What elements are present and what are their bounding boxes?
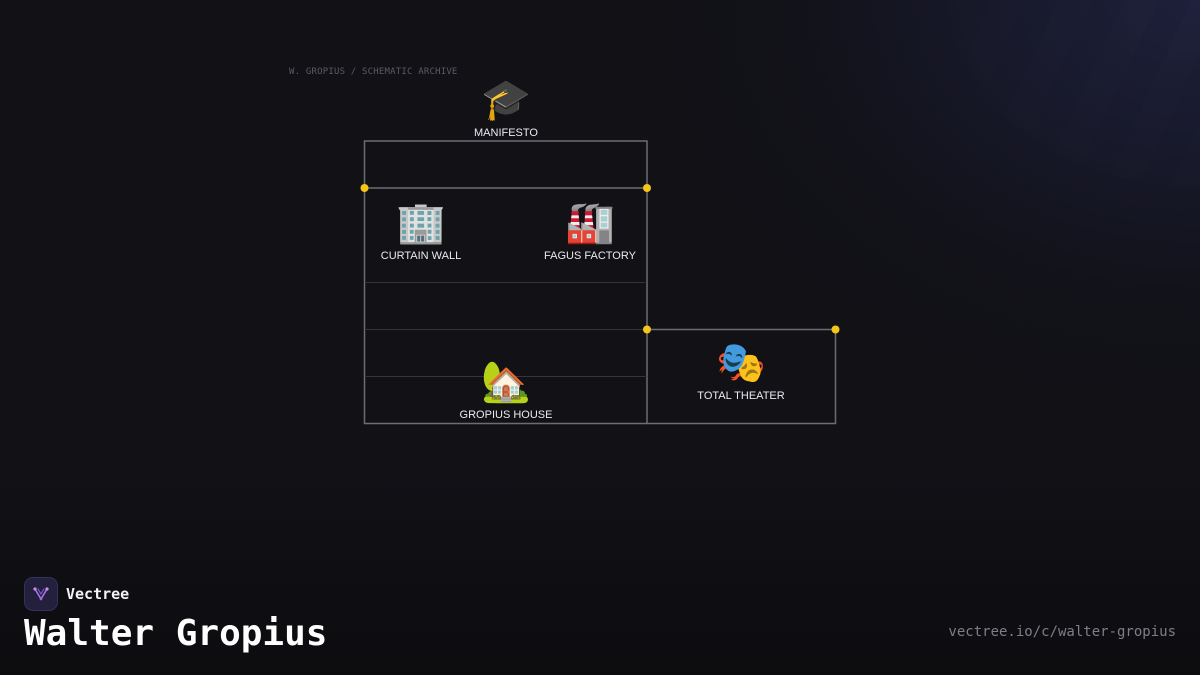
- archive-caption: W. GROPIUS / SCHEMATIC ARCHIVE: [289, 67, 458, 77]
- node-label: MANIFESTO: [474, 127, 538, 139]
- node-total-theater[interactable]: 🎭 TOTAL THEATER: [661, 339, 821, 402]
- house-with-garden-icon: 🏡: [481, 360, 531, 404]
- node-fagus-factory[interactable]: 🏭 FAGUS FACTORY: [510, 199, 670, 262]
- page-title: Walter Gropius: [24, 613, 328, 654]
- graduation-cap-icon: 🎓: [481, 78, 531, 122]
- node-curtain-wall[interactable]: 🏢 CURTAIN WALL: [341, 199, 501, 262]
- frame-right-box: [647, 328, 837, 425]
- node-manifesto[interactable]: 🎓 MANIFESTO: [426, 76, 586, 139]
- junction-dot: [360, 184, 369, 192]
- node-label: GROPIUS HOUSE: [459, 409, 553, 421]
- brand[interactable]: Vectree: [24, 577, 129, 611]
- node-label: TOTAL THEATER: [697, 390, 785, 402]
- vectree-logo-icon: [24, 577, 58, 611]
- junction-dot: [831, 325, 840, 334]
- theater-masks-icon: 🎭: [716, 341, 766, 385]
- page-url[interactable]: vectree.io/c/walter-gropius: [948, 624, 1176, 640]
- row-dividers: [366, 282, 647, 377]
- frame-lines: [363, 140, 837, 425]
- brand-name: Vectree: [66, 585, 130, 603]
- junction-dots: [360, 184, 840, 334]
- node-gropius-house[interactable]: 🏡 GROPIUS HOUSE: [426, 358, 586, 421]
- junction-dot: [643, 325, 651, 334]
- junction-dot: [643, 184, 651, 192]
- factory-icon: 🏭: [565, 201, 615, 245]
- node-label: FAGUS FACTORY: [544, 250, 636, 262]
- office-building-icon: 🏢: [396, 201, 446, 245]
- frame-left-box: [363, 140, 648, 425]
- node-label: CURTAIN WALL: [380, 250, 462, 262]
